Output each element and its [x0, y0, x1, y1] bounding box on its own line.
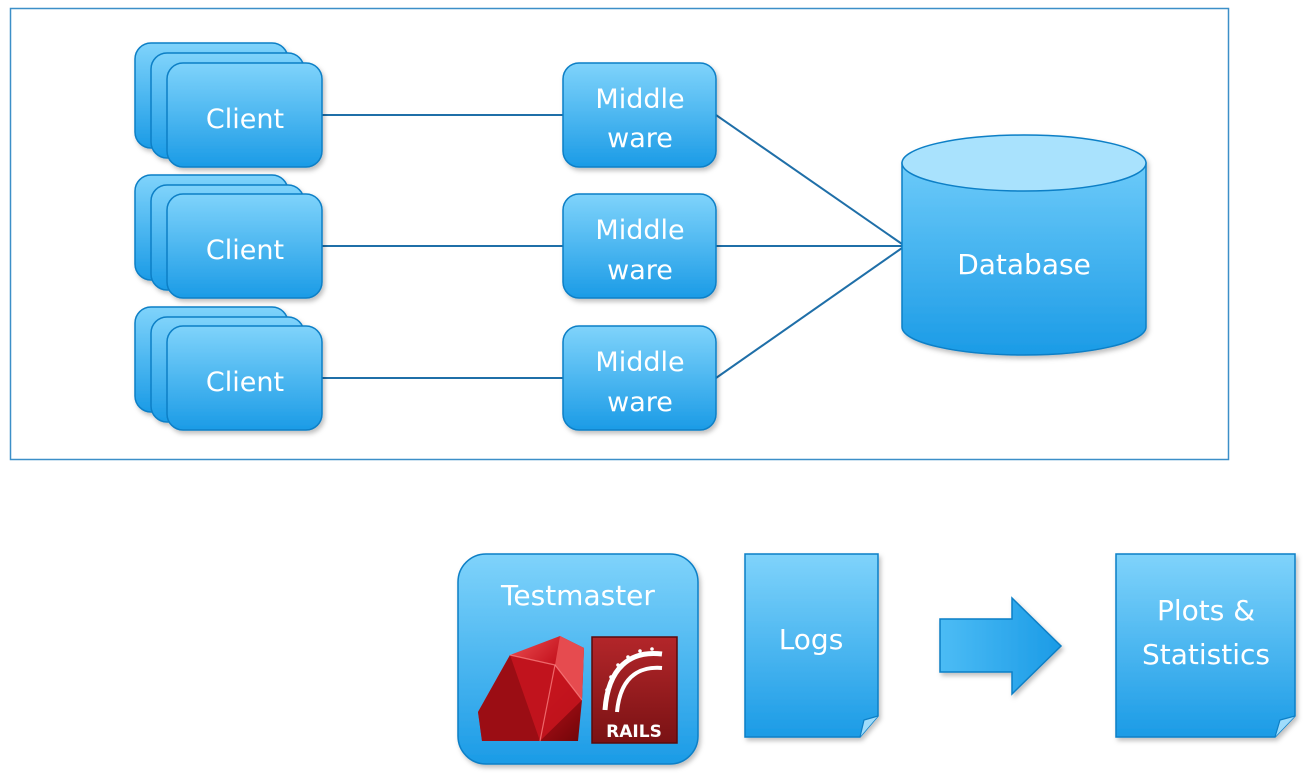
middleware-box-3: Middle ware: [562, 325, 717, 431]
middleware-label-line2: ware: [607, 255, 673, 286]
middleware-label-line1: Middle: [595, 347, 684, 378]
database-label: Database: [957, 248, 1091, 281]
system-frame: [9, 7, 1230, 461]
logs-label: Logs: [779, 623, 844, 656]
ruby-logo-icon: [478, 636, 584, 742]
rails-logo-text: RAILS: [606, 722, 662, 742]
connectors: [322, 114, 903, 379]
middleware-label-line2: ware: [607, 387, 673, 418]
client-box: [166, 62, 323, 168]
plots-statistics-document: Plots & Statistics: [1115, 553, 1296, 738]
logs-document: Logs: [744, 553, 879, 738]
client-box: [166, 193, 323, 299]
client-label: Client: [206, 104, 284, 135]
testmaster-label: Testmaster: [500, 579, 655, 612]
connector-middleware-3-database: [715, 247, 903, 379]
rails-logo-icon: RAILS: [591, 636, 678, 744]
middleware-label-line1: Middle: [595, 215, 684, 246]
middleware-box-1: Middle ware: [562, 62, 717, 168]
connector-middleware-1-database: [715, 114, 903, 245]
testmaster-box: Testmaster RAILS: [457, 553, 699, 765]
database-cylinder: Database: [901, 134, 1147, 356]
client-stack-3: Client: [134, 306, 323, 431]
client-label: Client: [206, 367, 284, 398]
middleware-box-2: Middle ware: [562, 193, 717, 299]
plots-label-line2: Statistics: [1142, 638, 1270, 671]
middleware-label-line1: Middle: [595, 84, 684, 115]
client-stack-1: Client: [134, 42, 323, 168]
client-box: [166, 325, 323, 431]
middleware-label-line2: ware: [607, 123, 673, 154]
plots-label-line1: Plots &: [1157, 594, 1255, 627]
client-label: Client: [206, 235, 284, 266]
client-stack-2: Client: [134, 174, 323, 299]
flow-arrow-icon: [939, 596, 1063, 696]
